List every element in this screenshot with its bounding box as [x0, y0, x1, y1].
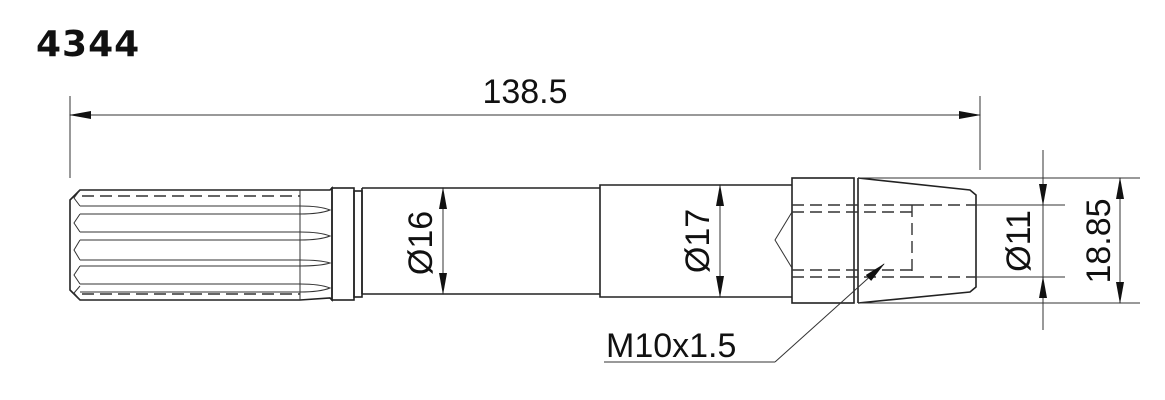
part-number-title: 4344 — [36, 24, 141, 65]
dia16-dimension: Ø16 — [402, 187, 447, 295]
shaft-body — [331, 177, 977, 304]
dia1885-label: 18.85 — [1080, 198, 1118, 283]
dia17-label: Ø17 — [679, 209, 717, 273]
dia11-label: Ø11 — [1000, 210, 1038, 272]
thread-callout: M10x1.5 — [604, 263, 885, 365]
dia11-dimension: Ø11 — [976, 150, 1065, 330]
dia1885-dimension: 18.85 — [858, 177, 1140, 304]
spline-section — [69, 186, 333, 302]
overall-length-label: 138.5 — [482, 73, 567, 111]
thread-label: M10x1.5 — [606, 327, 736, 365]
dia17-dimension: Ø17 — [679, 184, 724, 298]
dia16-label: Ø16 — [402, 211, 440, 275]
overall-length-dimension: 138.5 — [69, 73, 981, 178]
